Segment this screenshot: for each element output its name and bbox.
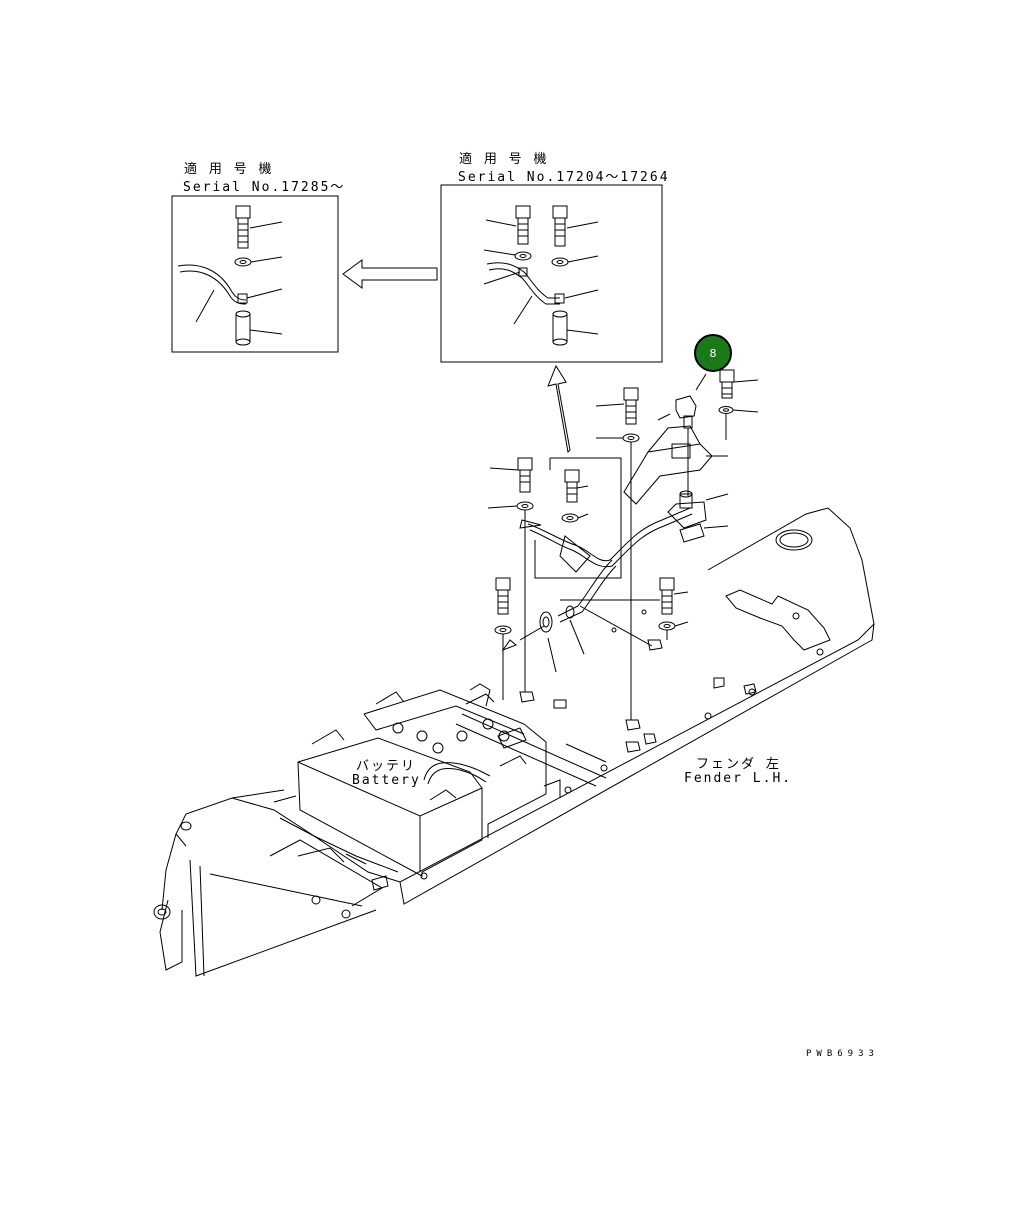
arrow-up-icon [547, 364, 571, 454]
inset-right-title: 適 用 号 機 [459, 152, 549, 167]
spacer-icon [235, 310, 251, 346]
fender-lh [153, 507, 875, 977]
relay-part-8 [657, 395, 697, 496]
inset-box-right [440, 184, 663, 363]
inset-left-title: 適 用 号 機 [184, 162, 274, 177]
washer-icon [234, 257, 252, 267]
battery-label-jp: バッテリ [356, 759, 417, 774]
part-callout-8[interactable]: 8 [694, 334, 732, 372]
drawing-code: PWB6933 [806, 1049, 879, 1059]
detail-window [534, 457, 622, 579]
bracket-assembly [623, 369, 759, 543]
bolt-set [487, 387, 757, 753]
fender-label-en: Fender L.H. [684, 771, 793, 786]
fender-label-jp: フェンダ 左 [696, 757, 781, 772]
inset-left-serial: Serial No.17285～ [183, 180, 346, 195]
battery-cable [501, 507, 693, 673]
inset-right-serial: Serial No.17204～17264 [458, 170, 670, 185]
inset-box-left [171, 195, 339, 353]
battery [269, 683, 561, 907]
bolt-icon [235, 205, 251, 249]
arrow-left-icon [342, 259, 438, 289]
battery-label-en: Battery [352, 773, 421, 788]
ground-wire [177, 264, 247, 301]
